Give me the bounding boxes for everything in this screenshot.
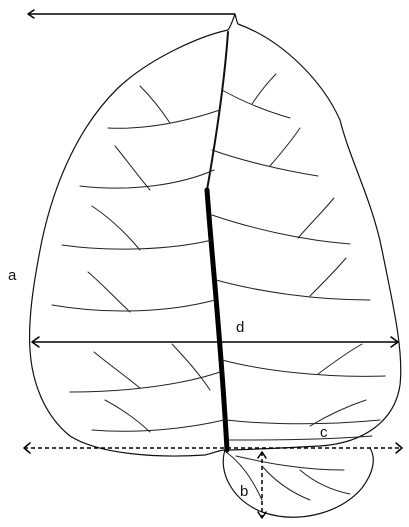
right-lateral-veins (212, 74, 385, 440)
label-b: b (240, 483, 248, 500)
measurement-d-width (32, 337, 398, 347)
left-lateral-veins (52, 86, 224, 432)
measurement-baseline-dashed (24, 443, 402, 453)
label-d: d (236, 319, 244, 336)
leaf-blade-outline (30, 14, 401, 456)
midrib-lower (207, 190, 227, 450)
label-a: a (8, 267, 17, 284)
measurement-a-length (28, 10, 235, 18)
basal-lobe-veins (236, 456, 350, 500)
label-c: c (320, 424, 328, 441)
